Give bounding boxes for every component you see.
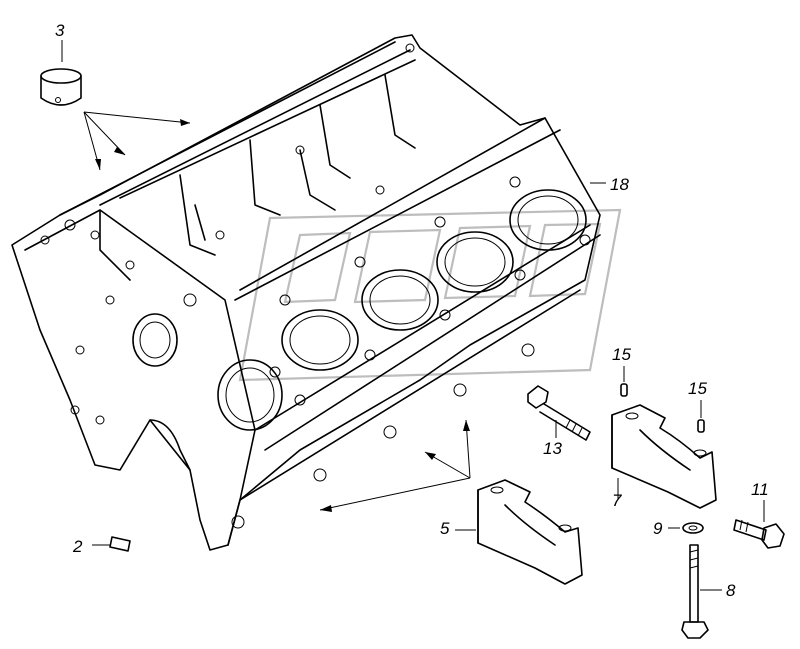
callout-2: 2 bbox=[73, 537, 83, 556]
callout-5: 5 bbox=[440, 519, 450, 538]
arrows-part-3 bbox=[61, 40, 191, 171]
washer-part-9 bbox=[668, 522, 704, 534]
callout-3: 3 bbox=[55, 21, 65, 40]
dowel-part-2 bbox=[92, 536, 131, 552]
watermark-logo bbox=[238, 208, 622, 382]
callout-11: 11 bbox=[751, 480, 769, 499]
callout-8: 8 bbox=[726, 581, 736, 600]
pin-part-15-b bbox=[697, 400, 705, 433]
callout-7: 7 bbox=[612, 491, 622, 510]
bearing-cap-part-5 bbox=[455, 479, 583, 585]
arrows-bearing-caps bbox=[319, 419, 471, 512]
callout-15-b: 15 bbox=[688, 379, 707, 398]
engine-block bbox=[11, 34, 601, 551]
pin-part-15-a bbox=[620, 366, 628, 397]
callout-18: 18 bbox=[610, 175, 629, 194]
bolt-part-13 bbox=[527, 385, 591, 441]
callout-9: 9 bbox=[653, 519, 663, 538]
bushing-part-3 bbox=[40, 68, 82, 106]
callout-13: 13 bbox=[543, 439, 562, 458]
stud-part-8 bbox=[681, 544, 722, 639]
callout-15-a: 15 bbox=[612, 345, 631, 364]
bolt-part-11 bbox=[733, 500, 785, 549]
bearing-cap-part-7 bbox=[611, 404, 717, 509]
